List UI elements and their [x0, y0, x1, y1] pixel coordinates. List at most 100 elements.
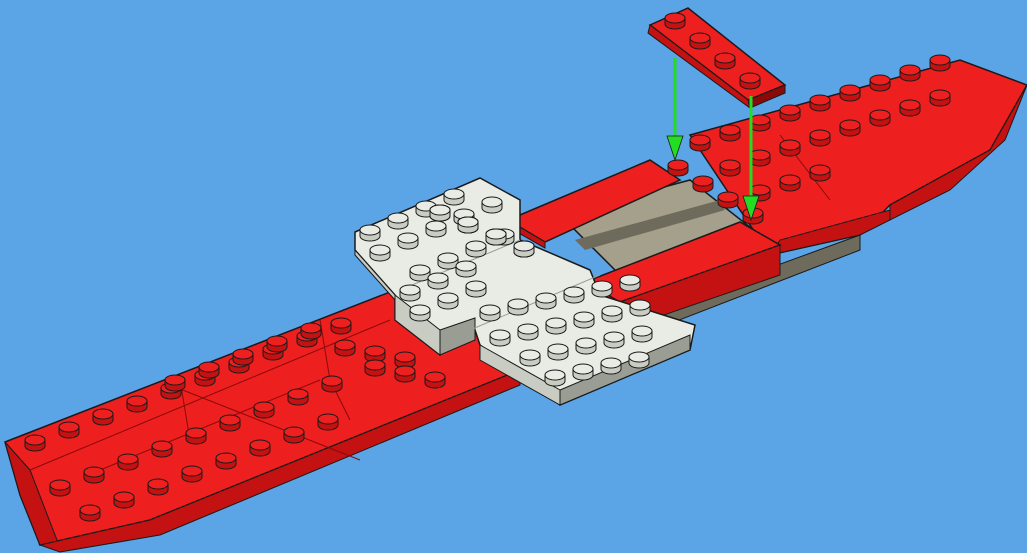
hull-stud	[330, 317, 352, 335]
wing-stud	[425, 220, 447, 238]
wing-stud	[545, 317, 567, 335]
wing-stud	[437, 252, 459, 270]
hull-stud	[219, 414, 241, 432]
hull-stud	[147, 478, 169, 496]
nose-stud	[929, 89, 951, 107]
nose-stud	[809, 129, 831, 147]
nose-stud	[839, 119, 861, 137]
nose-stud	[689, 134, 711, 152]
nose-stud	[929, 54, 951, 72]
wing-stud	[465, 240, 487, 258]
nose-stud	[899, 99, 921, 117]
wing-stud	[409, 264, 431, 282]
wing-stud	[399, 284, 421, 302]
wing-stud	[443, 188, 465, 206]
wing-stud	[489, 329, 511, 347]
hull-stud	[113, 491, 135, 509]
hull-stud	[253, 401, 275, 419]
hull-stud	[249, 439, 271, 457]
wing-stud	[601, 305, 623, 323]
wing-stud	[437, 292, 459, 310]
hull-stud	[424, 371, 446, 389]
wing-stud	[485, 228, 507, 246]
hull-stud	[126, 395, 148, 413]
new-plate-stud	[714, 52, 736, 70]
hull-stud	[164, 374, 186, 392]
hull-stud	[24, 434, 46, 452]
wing-stud	[429, 204, 451, 222]
hull-stud	[321, 375, 343, 393]
wing-stud	[563, 286, 585, 304]
nose-stud	[839, 84, 861, 102]
hull-stud	[117, 453, 139, 471]
wing-stud	[359, 224, 381, 242]
nose-stud	[749, 149, 771, 167]
wing-stud	[600, 357, 622, 375]
red-wedge-nose	[688, 59, 1027, 256]
new-plate-stud	[739, 72, 761, 90]
nose-stud	[779, 174, 801, 192]
wing-stud	[572, 363, 594, 381]
hull-stud	[394, 365, 416, 383]
wing-stud	[535, 292, 557, 310]
hull-stud	[287, 388, 309, 406]
hull-stud	[83, 466, 105, 484]
hull-stud	[198, 361, 220, 379]
wing-stud	[507, 298, 529, 316]
wing-stud	[544, 369, 566, 387]
wing-stud	[481, 196, 503, 214]
nose-stud	[809, 164, 831, 182]
center-stud	[692, 175, 714, 193]
wing-stud	[387, 212, 409, 230]
hull-stud	[364, 359, 386, 377]
hull-stud	[92, 408, 114, 426]
nose-stud	[809, 94, 831, 112]
wing-stud	[409, 304, 431, 322]
wing-stud	[513, 240, 535, 258]
hull-stud	[394, 351, 416, 369]
studs-layer	[24, 12, 951, 522]
wing-stud	[457, 216, 479, 234]
wing-stud	[631, 325, 653, 343]
wing-stud	[619, 274, 641, 292]
hull-stud	[58, 421, 80, 439]
hull-stud	[151, 440, 173, 458]
wing-stud	[575, 337, 597, 355]
nose-stud	[869, 74, 891, 92]
wing-stud	[603, 331, 625, 349]
nose-stud	[749, 114, 771, 132]
nose-stud	[899, 64, 921, 82]
hull-stud	[185, 427, 207, 445]
hull-stud	[215, 452, 237, 470]
wing-stud	[591, 280, 613, 298]
wing-stud	[628, 351, 650, 369]
wing-stud	[573, 311, 595, 329]
hull-stud	[334, 339, 356, 357]
center-stud	[667, 159, 689, 177]
hull-stud	[300, 322, 322, 340]
center-stud	[717, 191, 739, 209]
new-plate-stud	[689, 32, 711, 50]
nose-stud	[869, 109, 891, 127]
insert-arrow-left	[666, 58, 684, 162]
wing-stud	[519, 349, 541, 367]
hull-stud	[364, 345, 386, 363]
hull-stud	[266, 335, 288, 353]
nose-stud	[779, 104, 801, 122]
wing-stud	[517, 323, 539, 341]
wing-stud	[479, 304, 501, 322]
new-plate-stud	[664, 12, 686, 30]
wing-stud	[547, 343, 569, 361]
wing-stud	[397, 232, 419, 250]
wing-stud	[465, 280, 487, 298]
hull-stud	[49, 479, 71, 497]
nose-stud	[779, 139, 801, 157]
wing-stud	[629, 299, 651, 317]
insert-arrow-right	[742, 96, 760, 222]
wing-stud	[427, 272, 449, 290]
wing-stud	[369, 244, 391, 262]
hull-stud	[283, 426, 305, 444]
hull-stud	[79, 504, 101, 522]
